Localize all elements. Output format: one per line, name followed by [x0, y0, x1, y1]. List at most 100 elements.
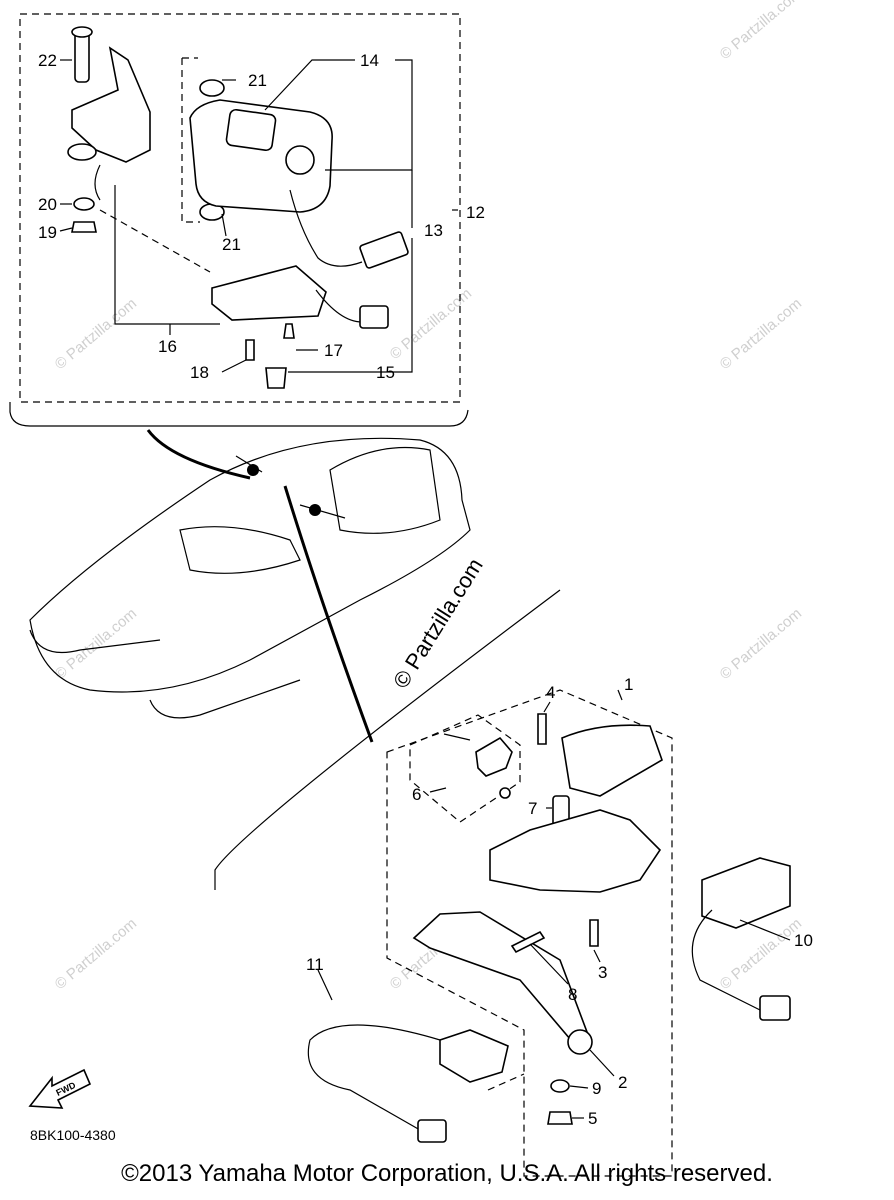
dashed-group [99, 209, 211, 273]
callout-7: 7 [528, 799, 537, 818]
screw-18 [245, 339, 255, 361]
connector-10 [759, 995, 791, 1021]
leader-6 [429, 787, 447, 793]
lower-housing-16 [211, 265, 327, 321]
connector-small [359, 305, 389, 329]
callout-14: 14 [360, 51, 379, 70]
screw-4 [537, 713, 547, 745]
leader-21 [221, 213, 227, 237]
screw-8 [510, 930, 546, 954]
callout-13: 13 [424, 221, 443, 240]
ski-right [149, 679, 301, 719]
pointer-line [146, 429, 251, 480]
snowmobile-seat [329, 446, 441, 534]
nut-19 [71, 221, 97, 233]
harness [289, 189, 363, 267]
watermark: © Partzilla.com [717, 295, 805, 373]
leader-8 [529, 943, 569, 985]
switch-11-wire [307, 1024, 441, 1131]
callout-8: 8 [568, 985, 577, 1004]
dashed-group [487, 1073, 525, 1091]
fwd-arrow-icon [28, 1068, 92, 1109]
section-divider [214, 589, 561, 890]
callout-18: 18 [190, 363, 209, 382]
lever-bracket [489, 809, 662, 893]
washer-9 [550, 1079, 570, 1093]
snowmobile-body [29, 437, 471, 693]
switch-block-6 [475, 736, 513, 777]
leader-14-13 [325, 59, 413, 171]
switch-location-dot [247, 464, 259, 476]
switch-housing-14 [189, 99, 333, 213]
snowmobile-illustration: © Partzilla.com [29, 429, 561, 890]
callout-6: 6 [412, 785, 421, 804]
leader-15 [288, 238, 413, 373]
switch-button [225, 108, 277, 152]
snowmobile-windshield [179, 526, 301, 574]
callout-2: 2 [618, 1073, 627, 1092]
washer-20 [73, 197, 95, 211]
assembly-frame [386, 689, 673, 1177]
watermark: © Partzilla.com [52, 915, 140, 993]
lever-cover [561, 724, 663, 797]
dashed-group [181, 58, 200, 223]
housing-hole [285, 145, 315, 175]
callout-5: 5 [588, 1109, 597, 1128]
lever-assembly: 1 4 6 7 10 3 8 11 2 9 5 [306, 675, 813, 1177]
ski-left [29, 629, 161, 654]
watermark: © Partzilla.com [717, 605, 805, 683]
handlebar [299, 504, 346, 519]
bolt-15 [265, 367, 287, 389]
callout-10: 10 [794, 931, 813, 950]
top-inset: 22 21 14 20 19 21 13 12 16 17 18 15 [9, 13, 485, 427]
washer [67, 143, 97, 161]
callout-20: 20 [38, 195, 57, 214]
leader-19 [59, 227, 73, 232]
mounting-bracket [71, 46, 151, 163]
callout-17: 17 [324, 341, 343, 360]
leader-14 [264, 59, 355, 111]
leader-4 [543, 701, 551, 713]
spring [499, 787, 511, 799]
callout-12: 12 [466, 203, 485, 222]
connector-top [359, 231, 409, 269]
wire [94, 164, 101, 201]
inset-border [9, 402, 469, 427]
bolt-head [71, 26, 93, 38]
watermark: © Partzilla.com [717, 0, 805, 63]
screw [443, 733, 471, 741]
callout-11: 11 [306, 955, 324, 974]
watermark-main: © Partzilla.com [388, 554, 488, 693]
callout-4: 4 [546, 683, 555, 702]
callout-1: 1 [624, 675, 633, 694]
leader-18 [221, 359, 247, 373]
wire [315, 289, 363, 323]
switch-10-wire [691, 909, 761, 1011]
copyright-text: ©2013 Yamaha Motor Corporation, U.S.A. A… [121, 1160, 773, 1187]
bolt-3 [589, 919, 599, 947]
part-code: 8BK100-4380 [30, 1127, 116, 1143]
nut-5 [547, 1111, 573, 1125]
callout-15: 15 [376, 363, 395, 382]
grommet-21-top [199, 79, 225, 97]
connector-11 [417, 1119, 447, 1143]
lever-location-dot [309, 504, 321, 516]
lever-ball [567, 1029, 593, 1055]
callout-9: 9 [592, 1079, 601, 1098]
watermark: © Partzilla.com [717, 915, 805, 993]
callout-19: 19 [38, 223, 57, 242]
screw-17 [283, 323, 295, 339]
watermark: © Partzilla.com [52, 295, 140, 373]
switch-10 [701, 857, 791, 929]
inset-frame [19, 13, 461, 403]
watermark-layer: © Partzilla.com © Partzilla.com © Partzi… [52, 0, 805, 993]
leader-1 [617, 689, 623, 701]
bolt-22 [74, 31, 90, 83]
pointer-line [283, 485, 374, 743]
watermark: © Partzilla.com [387, 285, 475, 363]
callout-22: 22 [38, 51, 57, 70]
leader-16 [114, 185, 220, 325]
callout-21: 21 [248, 71, 267, 90]
fwd-indicator: FWD [28, 1068, 92, 1109]
